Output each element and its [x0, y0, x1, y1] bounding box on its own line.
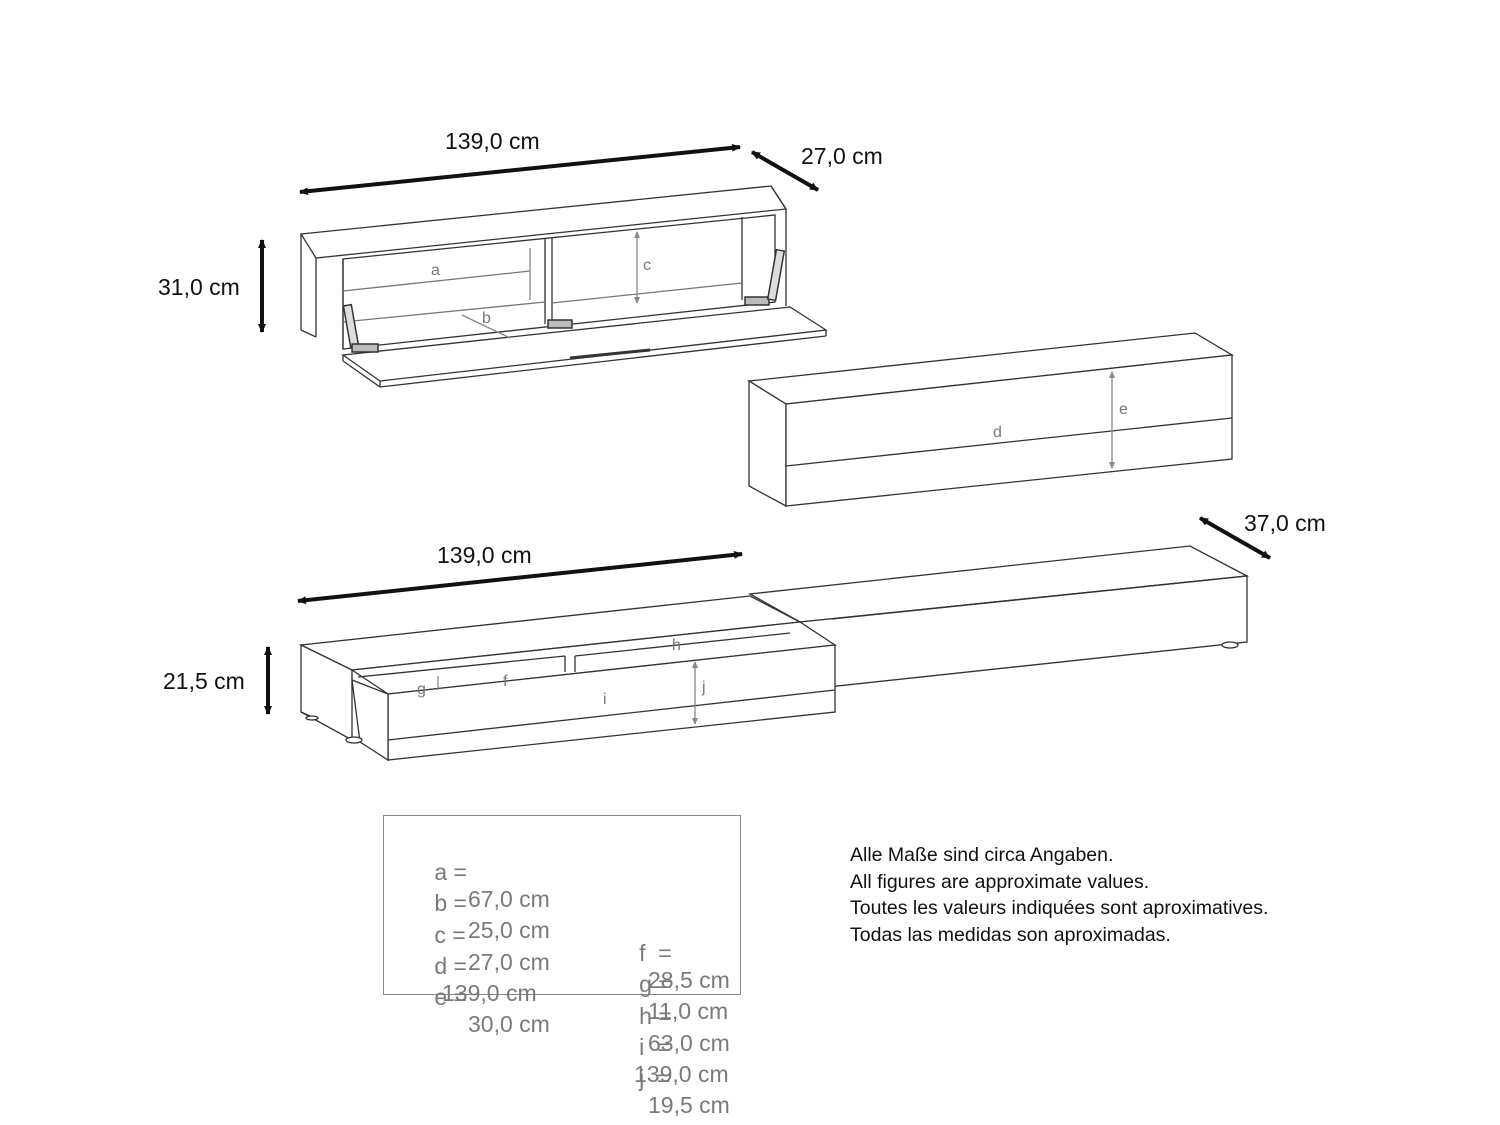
legend-value-a: 67,0 cm	[468, 886, 550, 912]
flap-hinges	[342, 248, 786, 353]
legend-row: c = 27,0 cm h = 63,0 cm	[396, 895, 729, 1056]
top-height-label: 31,0 cm	[158, 274, 240, 300]
legend-key-e: e =	[434, 984, 467, 1010]
legend-key-c: c =	[434, 922, 466, 948]
legend-value-c: 27,0 cm	[468, 949, 550, 975]
top-width-label: 139,0 cm	[445, 128, 540, 154]
part-letter-g: g	[417, 681, 426, 698]
top-depth-arrow	[751, 150, 819, 192]
legend-key-a: a =	[434, 859, 467, 885]
part-letter-j: j	[701, 679, 706, 696]
part-letter-f: f	[503, 673, 508, 690]
lowboard-right	[747, 545, 1250, 691]
legend-row: d = 139,0 cm i = 139,0 cm	[396, 926, 728, 1087]
note-french: Toutes les valeurs indiquées sont aproxi…	[850, 897, 1269, 919]
legend-value-f: 28,5 cm	[648, 967, 730, 993]
main-dimension-arrows	[258, 143, 1271, 715]
legend-key-h: h =	[639, 1003, 672, 1029]
approximate-values-notes: Alle Maße sind circa Angaben. All figure…	[850, 842, 1268, 948]
wall-cabinet-closed: d e	[747, 332, 1235, 508]
note-english: All figures are approximate values.	[850, 870, 1150, 893]
legend-key-d: d =	[434, 953, 467, 979]
legend-row: e = 30,0 cm j = 19,5 cm	[396, 957, 729, 1118]
part-letter-c: c	[643, 257, 651, 274]
legend-value-h: 63,0 cm	[648, 1030, 730, 1056]
bottom-width-arrow	[297, 550, 743, 605]
legend-row: b = 25,0 cm g = 11,0 cm	[396, 863, 728, 1024]
legend-key-b: b =	[434, 890, 467, 916]
legend-key-j: j =	[639, 1065, 671, 1091]
legend-value-j: 19,5 cm	[648, 1092, 730, 1118]
legend-value-e: 30,0 cm	[468, 1011, 550, 1037]
note-german: Alle Maße sind circa Angaben.	[850, 844, 1114, 866]
part-letter-h: h	[672, 637, 681, 654]
bottom-width-label: 139,0 cm	[437, 542, 532, 568]
bottom-depth-label: 37,0 cm	[1244, 510, 1326, 536]
legend-value-i: 139,0 cm	[634, 1061, 729, 1087]
legend-key-i: i =	[639, 1034, 671, 1060]
legend-value-d: 139,0 cm	[442, 980, 537, 1006]
wall-cabinet-open: a b c	[299, 185, 828, 388]
top-width-arrow	[299, 143, 741, 196]
dimension-legend: a = 67,0 cm f = 28,5 cm b = 25,0 cm g = …	[383, 815, 741, 1118]
part-letter-e: e	[1119, 401, 1128, 418]
legend-key-f: f =	[639, 940, 672, 966]
bottom-height-label: 21,5 cm	[163, 668, 245, 694]
legend-key-g: g =	[639, 971, 672, 997]
legend-value-g: 11,0 cm	[648, 998, 729, 1024]
part-letter-b: b	[482, 310, 491, 327]
part-letter-d: d	[993, 424, 1002, 441]
part-letter-a: a	[431, 262, 440, 279]
legend-value-b: 25,0 cm	[468, 917, 550, 943]
lowboard-left-open: g f h i j	[298, 595, 837, 762]
part-letter-i: i	[603, 691, 607, 708]
legend-row: a = 67,0 cm f = 28,5 cm	[396, 832, 729, 993]
top-depth-label: 27,0 cm	[801, 143, 883, 169]
bottom-depth-arrow	[1199, 516, 1271, 560]
note-spanish: Todas las medidas son aproximadas.	[850, 923, 1171, 946]
